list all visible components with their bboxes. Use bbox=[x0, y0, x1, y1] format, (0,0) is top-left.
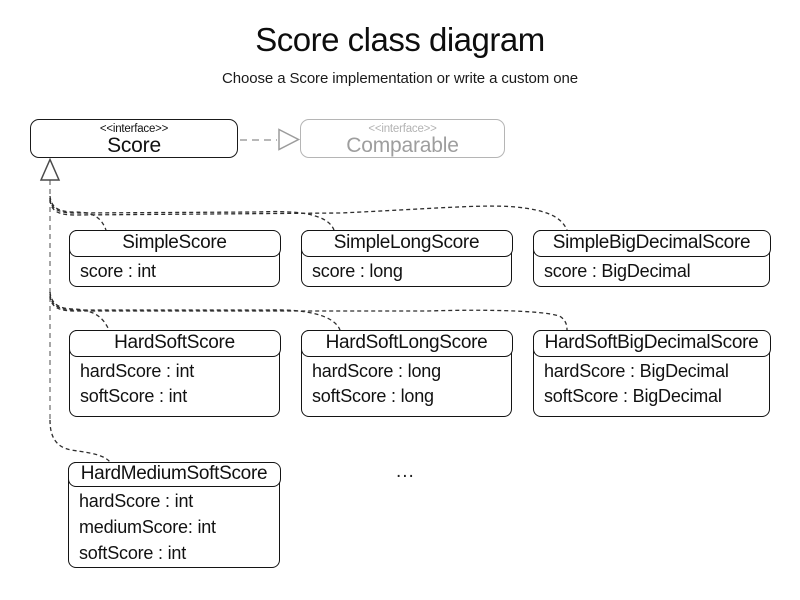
class-box-hardsoftscore: HardSoftScore hardScore : int softScore … bbox=[68, 329, 281, 417]
class-attribute: score : int bbox=[80, 260, 156, 281]
class-name: HardSoftScore bbox=[68, 329, 281, 357]
class-box-hardsoftlongscore: HardSoftLongScore hardScore : long softS… bbox=[300, 329, 513, 417]
class-attribute: score : long bbox=[312, 260, 403, 281]
realization-line-simplelongscore bbox=[49, 197, 335, 231]
class-attribute: softScore : BigDecimal bbox=[544, 385, 722, 406]
open-triangle-arrow-icon bbox=[278, 128, 301, 151]
class-attribute: hardScore : BigDecimal bbox=[544, 360, 729, 381]
class-attribute: softScore : int bbox=[80, 385, 188, 406]
class-box-hardmediumsoftscore: HardMediumSoftScore hardScore : int medi… bbox=[67, 461, 281, 568]
class-attribute: hardScore : int bbox=[79, 490, 194, 511]
class-attribute: hardScore : long bbox=[312, 360, 441, 381]
interface-box-comparable: <<interface>> Comparable bbox=[300, 119, 505, 158]
class-attribute: softScore : long bbox=[312, 385, 434, 406]
class-box-simplelongscore: SimpleLongScore score : long bbox=[300, 229, 513, 287]
stereotype-label: <<interface>> bbox=[99, 123, 169, 135]
interface-name: Score bbox=[107, 134, 161, 157]
class-attribute: softScore : int bbox=[79, 542, 187, 563]
interface-name: Comparable bbox=[346, 134, 459, 157]
class-box-simplescore: SimpleScore score : int bbox=[68, 229, 281, 287]
realization-line-simplebigdecimalscore bbox=[49, 199, 568, 231]
page-subtitle: Choose a Score implementation or write a… bbox=[222, 70, 578, 87]
realization-line-hardmediumsoftscore bbox=[49, 419, 111, 463]
realization-line-simplescore bbox=[49, 195, 107, 231]
class-box-hardsoftbigdecimalscore: HardSoftBigDecimalScore hardScore : BigD… bbox=[532, 329, 771, 417]
page-title: Score class diagram bbox=[255, 21, 545, 58]
interface-box-score: <<interface>> Score bbox=[30, 119, 238, 158]
class-attribute: score : BigDecimal bbox=[544, 260, 691, 281]
realization-triangle-icon bbox=[39, 157, 61, 181]
class-name: SimpleBigDecimalScore bbox=[532, 229, 771, 257]
class-attribute: hardScore : int bbox=[80, 360, 195, 381]
realization-line-hardsoftbigdecimalscore bbox=[49, 295, 568, 331]
class-name: HardSoftLongScore bbox=[300, 329, 513, 357]
class-name: HardMediumSoftScore bbox=[67, 461, 281, 487]
stereotype-label: <<interface>> bbox=[368, 123, 437, 135]
realization-line-hardsoftlongscore bbox=[49, 293, 341, 331]
class-box-simplebigdecimalscore: SimpleBigDecimalScore score : BigDecimal bbox=[532, 229, 771, 287]
class-name: HardSoftBigDecimalScore bbox=[532, 329, 771, 357]
class-name: SimpleScore bbox=[68, 229, 281, 257]
class-name: SimpleLongScore bbox=[300, 229, 513, 257]
more-implementations-ellipsis: ... bbox=[396, 461, 415, 482]
realization-line-hardsoftscore bbox=[49, 291, 110, 331]
class-attribute: mediumScore: int bbox=[79, 516, 216, 537]
